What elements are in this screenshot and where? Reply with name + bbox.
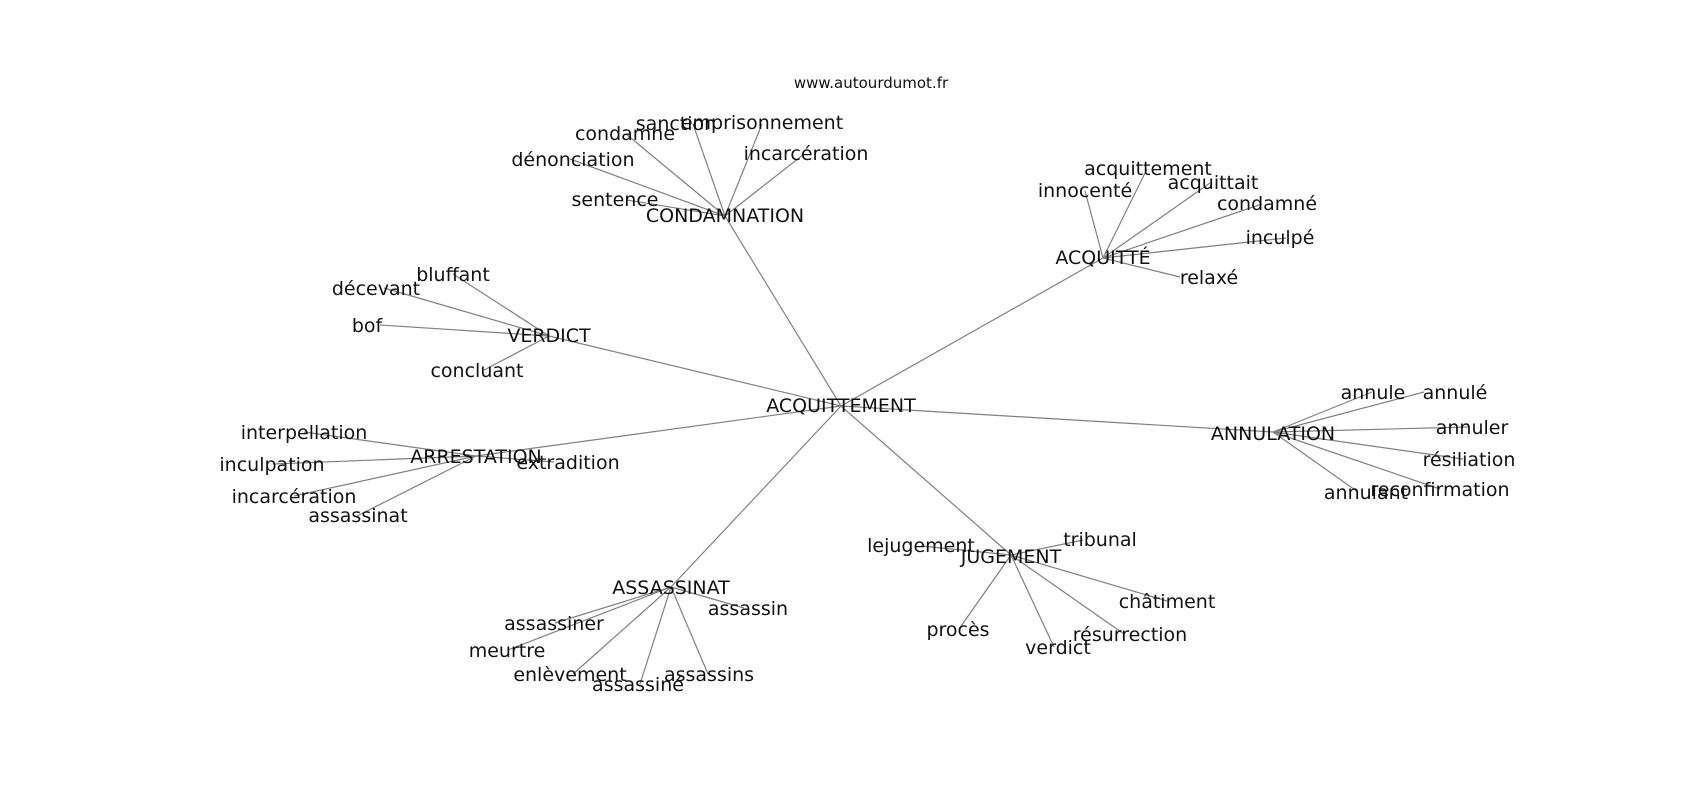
site-watermark: www.autourdumot.fr — [794, 74, 949, 92]
edge-jugement-word — [1010, 554, 1125, 635]
word-node: assassiner — [504, 613, 604, 635]
hub-node-verdict: VERDICT — [507, 325, 591, 347]
word-node: acquittement — [1084, 158, 1212, 180]
labels: www.autourdumot.fr ACQUITTEMENT CONDAMNA… — [219, 74, 1515, 696]
word-node: résiliation — [1423, 449, 1516, 471]
edge-jugement-word — [920, 545, 1012, 556]
edge-center-arrestation — [475, 405, 842, 457]
edge-acquitte-word — [1102, 182, 1211, 259]
edge-acquitte-word — [1102, 257, 1181, 278]
edge-condamnation-word — [692, 123, 726, 217]
edge-assassinat-word — [670, 586, 709, 675]
word-node: annulé — [1423, 382, 1488, 404]
word-node: condamne — [575, 123, 675, 145]
word-node: bluffant — [416, 264, 490, 286]
word-node: relaxé — [1180, 267, 1238, 289]
hub-node-acquitte: ACQUITTÉ — [1055, 246, 1150, 269]
word-node: dénonciation — [511, 149, 634, 171]
word-node: inculpé — [1246, 227, 1315, 249]
edge-jugement-word — [1010, 554, 1055, 648]
edge-assassinat-word — [670, 586, 745, 609]
edge-center-condamnation — [724, 215, 842, 407]
edge-assassinat-word — [507, 586, 672, 651]
edge-acquitte-word — [1102, 237, 1287, 259]
edge-arrestation-word — [293, 455, 477, 497]
word-node: incarcération — [232, 486, 357, 508]
edge-annulation-word — [1272, 391, 1373, 433]
word-node: emprisonnement — [681, 112, 843, 134]
word-node: condamné — [1217, 193, 1317, 215]
edge-verdict-word — [483, 335, 550, 371]
word-node: inculpation — [219, 454, 324, 476]
word-node: sentence — [572, 189, 659, 211]
hub-node-jugement: JUGEMENT — [960, 546, 1062, 568]
edge-verdict-word — [452, 273, 550, 337]
word-node: interpellation — [241, 422, 368, 444]
word-node: assassiné — [592, 674, 684, 696]
edge-center-assassinat — [670, 405, 842, 588]
edge-center-jugement — [840, 405, 1012, 556]
word-node: enlèvement — [513, 664, 626, 686]
edge-arrestation-word — [272, 455, 477, 465]
edge-center-verdict — [548, 335, 842, 407]
edge-jugement-word — [958, 554, 1012, 630]
word-node: concluant — [430, 360, 523, 382]
edge-condamnation-word — [626, 199, 726, 217]
edge-assassinat-word — [639, 586, 672, 685]
edge-assassinat-word — [554, 586, 672, 624]
edge-condamnation-word — [724, 153, 805, 217]
edge-jugement-word — [1010, 539, 1084, 556]
hub-node-annulation: ANNULATION — [1211, 423, 1335, 445]
edge-acquitte-word — [1102, 203, 1263, 259]
word-node: lejugement — [867, 535, 975, 557]
word-node: incarcération — [744, 143, 869, 165]
word-node: bof — [352, 315, 384, 337]
edge-acquitte-word — [1102, 168, 1148, 259]
word-node: tribunal — [1063, 529, 1137, 551]
word-node: innocenté — [1038, 180, 1132, 202]
hub-node-condamnation: CONDAMNATION — [646, 205, 804, 227]
edge-verdict-word — [379, 324, 550, 337]
word-node: assassin — [708, 598, 788, 620]
word-node: procès — [926, 619, 989, 641]
word-node: assassins — [664, 664, 754, 686]
hub-node-arrestation: ARRESTATION — [410, 446, 542, 468]
edge-assassinat-word — [572, 586, 672, 675]
word-node: extradition — [516, 452, 619, 474]
edge-center-acquitte — [840, 257, 1104, 407]
word-node: assassinat — [308, 505, 407, 527]
center-node: ACQUITTEMENT — [766, 395, 916, 417]
edge-annulation-word — [1272, 431, 1441, 490]
word-node: meurtre — [469, 640, 546, 662]
edges — [272, 123, 1470, 685]
edge-annulation-word — [1272, 431, 1359, 493]
word-node: annulant — [1324, 482, 1408, 504]
edge-condamnation-word — [625, 133, 726, 217]
edge-jugement-word — [1010, 554, 1168, 602]
edge-annulation-word — [1272, 391, 1425, 433]
edge-verdict-word — [383, 287, 550, 337]
word-node: châtiment — [1119, 591, 1216, 613]
word-node: annuler — [1436, 417, 1509, 439]
edge-arrestation-word — [356, 455, 477, 517]
word-node: décevant — [332, 278, 420, 300]
edge-arrestation-word — [475, 455, 555, 463]
word-node: annule — [1341, 382, 1406, 404]
word-node: résurrection — [1073, 624, 1187, 646]
edge-center-annulation — [840, 405, 1274, 433]
word-node: reconfirmation — [1370, 479, 1509, 501]
edge-acquitte-word — [1084, 190, 1104, 259]
word-node: sanction — [636, 113, 716, 135]
edge-annulation-word — [1272, 431, 1464, 460]
word-node: verdict — [1025, 637, 1091, 659]
edge-arrestation-word — [303, 431, 477, 457]
edge-annulation-word — [1272, 426, 1470, 433]
word-node: acquittait — [1168, 172, 1259, 194]
hub-node-assassinat: ASSASSINAT — [612, 577, 730, 599]
edge-condamnation-word — [724, 123, 763, 217]
edge-condamnation-word — [569, 158, 726, 217]
